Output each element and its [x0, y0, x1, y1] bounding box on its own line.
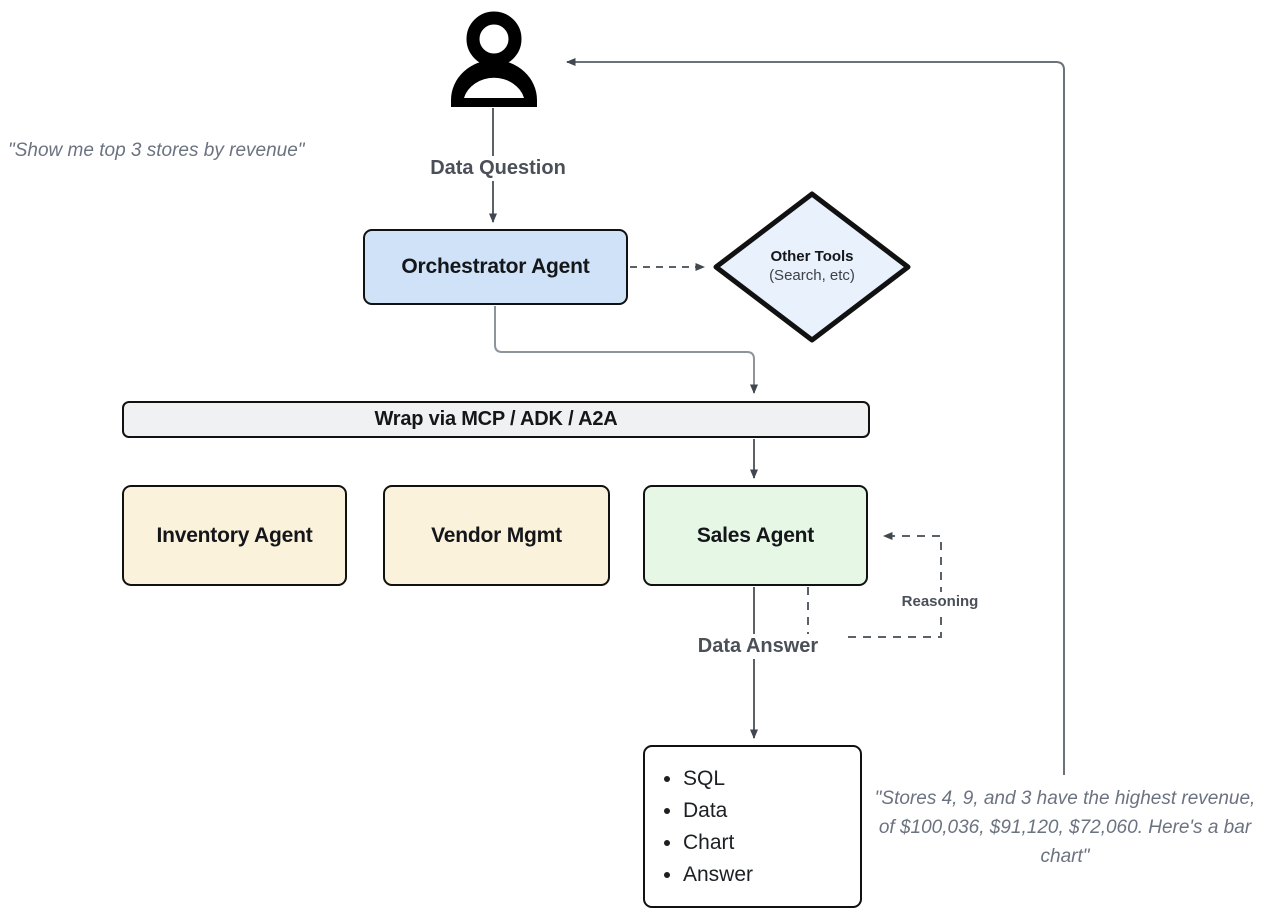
edge-label-data-answer: Data Answer	[672, 634, 844, 659]
node-sales-agent[interactable]: Sales Agent	[643, 485, 868, 586]
other-tools-sublabel: (Search, etc)	[769, 267, 855, 284]
edge-label-reasoning: Reasoning	[884, 592, 996, 611]
mcp-wrap-label: Wrap via MCP / ADK / A2A	[374, 408, 618, 430]
output-list: SQL Data Chart Answer	[661, 763, 753, 891]
list-item: Answer	[683, 859, 753, 891]
node-other-tools[interactable]: Other Tools (Search, etc)	[712, 190, 912, 344]
other-tools-label: Other Tools	[770, 248, 854, 266]
list-item: Chart	[683, 827, 753, 859]
user-question-quote: "Show me top 3 stores by revenue"	[8, 140, 305, 161]
sales-agent-label: Sales Agent	[696, 523, 815, 547]
person-icon	[444, 8, 544, 108]
vendor-mgmt-label: Vendor Mgmt	[431, 523, 562, 547]
node-mcp-wrap-bar[interactable]: Wrap via MCP / ADK / A2A	[122, 401, 870, 438]
list-item: Data	[683, 795, 753, 827]
edge-label-data-question: Data Question	[411, 156, 585, 181]
inventory-agent-label: Inventory Agent	[156, 523, 313, 547]
list-item: SQL	[683, 763, 753, 795]
node-output-box[interactable]: SQL Data Chart Answer	[643, 745, 862, 908]
final-answer-quote: "Stores 4, 9, and 3 have the highest rev…	[874, 788, 1256, 867]
node-orchestrator-agent[interactable]: Orchestrator Agent	[363, 229, 628, 305]
node-inventory-agent[interactable]: Inventory Agent	[122, 485, 347, 586]
node-vendor-mgmt[interactable]: Vendor Mgmt	[383, 485, 610, 586]
orchestrator-agent-label: Orchestrator Agent	[401, 255, 590, 278]
diamond-shape	[713, 191, 911, 343]
